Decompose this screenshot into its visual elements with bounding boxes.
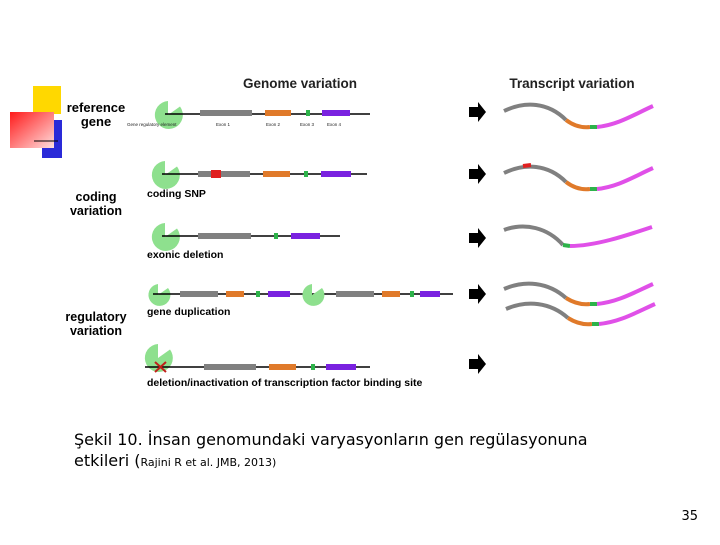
transcript-exon3 [562,243,571,248]
row-reference: Gene regulatory element Exon 1 Exon 2 Ex… [127,101,654,130]
exon2-block [226,291,244,297]
right-arrow-icon [469,354,486,374]
row-label-coding-snp: coding SNP [147,188,206,200]
exon1-dup-block [336,291,374,297]
transcript-exon4 [596,166,654,191]
exon1-block [180,291,218,297]
caption-line-2-main: etkileri ( [74,451,141,470]
exon1-block [198,171,250,177]
transcript-exon2 [564,180,591,192]
group-reference-l2: gene [81,114,111,129]
exon4-dup-block [420,291,440,297]
right-arrow-icon [469,102,486,122]
pacman-regulatory-icon [154,101,183,129]
group-coding-l1: coding [76,190,117,204]
row-tf-site-deletion: deletion/inactivation of transcription f… [144,344,486,389]
heading-genome: Genome variation [243,76,357,91]
exon3-block [256,291,260,297]
exon4-block [322,110,350,116]
deco-yellow-block [33,86,61,114]
exon2-block [269,364,296,370]
exon2-dup-block [382,291,400,297]
group-coding-l2: variation [70,204,122,218]
transcript2-exon4 [598,302,656,326]
exon4-block [268,291,290,297]
snp-mark [211,170,221,178]
group-regulatory-l2: variation [70,324,122,338]
row-label-tf-deletion: deletion/inactivation of transcription f… [147,377,423,389]
transcript-exon4 [596,104,654,129]
cross-mark-icon [154,361,167,373]
transcript-exon1 [503,164,568,184]
transcript1-exon4 [596,282,654,306]
exon3-block [304,171,308,177]
row-label-gene-duplication: gene duplication [147,306,230,318]
transcript1-exon1 [503,281,568,300]
deco-red-block [10,112,54,148]
exon3-block [311,364,315,370]
right-arrow-icon [469,284,486,304]
part-regulatory-label: Gene regulatory element [127,122,177,127]
part-exon4-label: Exon 4 [327,122,342,127]
exon3-dup-block [410,291,414,297]
exon1-block [198,233,251,239]
caption-line-2: etkileri (Rajini R et al. JMB, 2013) [74,450,634,473]
pacman-regulatory-icon [144,344,173,372]
transcript-exon1 [503,224,565,247]
part-exon3-label: Exon 3 [300,122,315,127]
pacman-regulatory-icon [148,284,171,306]
transcript2-exon1 [505,301,570,320]
exon3-block [306,110,310,116]
heading-transcript: Transcript variation [509,76,634,91]
transcript-exon1 [503,102,568,122]
transcript2-exon2 [566,316,593,327]
right-arrow-icon [469,164,486,184]
transcript-snp [522,163,532,168]
pacman-regulatory-icon [151,161,180,189]
page-number: 35 [681,509,698,524]
row-gene-duplication: gene duplication [147,281,656,327]
row-exonic-deletion: exonic deletion [147,223,653,261]
transcript1-exon2 [564,296,591,307]
row-label-exonic-deletion: exonic deletion [147,249,223,261]
right-arrow-icon [469,228,486,248]
transcript-exon4 [569,225,653,248]
exon1-block [204,364,256,370]
exon2-block [265,110,291,116]
exon4-block [291,233,320,239]
row-coding-snp: coding SNP [147,161,654,200]
caption-citation: Rajini R et al. JMB, 2013) [140,456,277,469]
part-exon2-label: Exon 2 [266,122,281,127]
exon2-block [263,171,290,177]
pacman-regulatory-icon [302,284,325,306]
group-regulatory-l1: regulatory [65,310,126,324]
exon3-block [274,233,278,239]
caption-line-1: Şekil 10. İnsan genomundaki varyasyonlar… [74,430,588,449]
exon1-block [200,110,252,116]
figure-caption: Şekil 10. İnsan genomundaki varyasyonlar… [74,429,634,473]
part-exon1-label: Exon 1 [216,122,231,127]
transcript-exon2 [564,118,591,130]
pacman-regulatory-icon [151,223,180,251]
exon4-block [321,171,351,177]
group-reference-l1: reference [67,100,126,115]
exon4-block [326,364,356,370]
